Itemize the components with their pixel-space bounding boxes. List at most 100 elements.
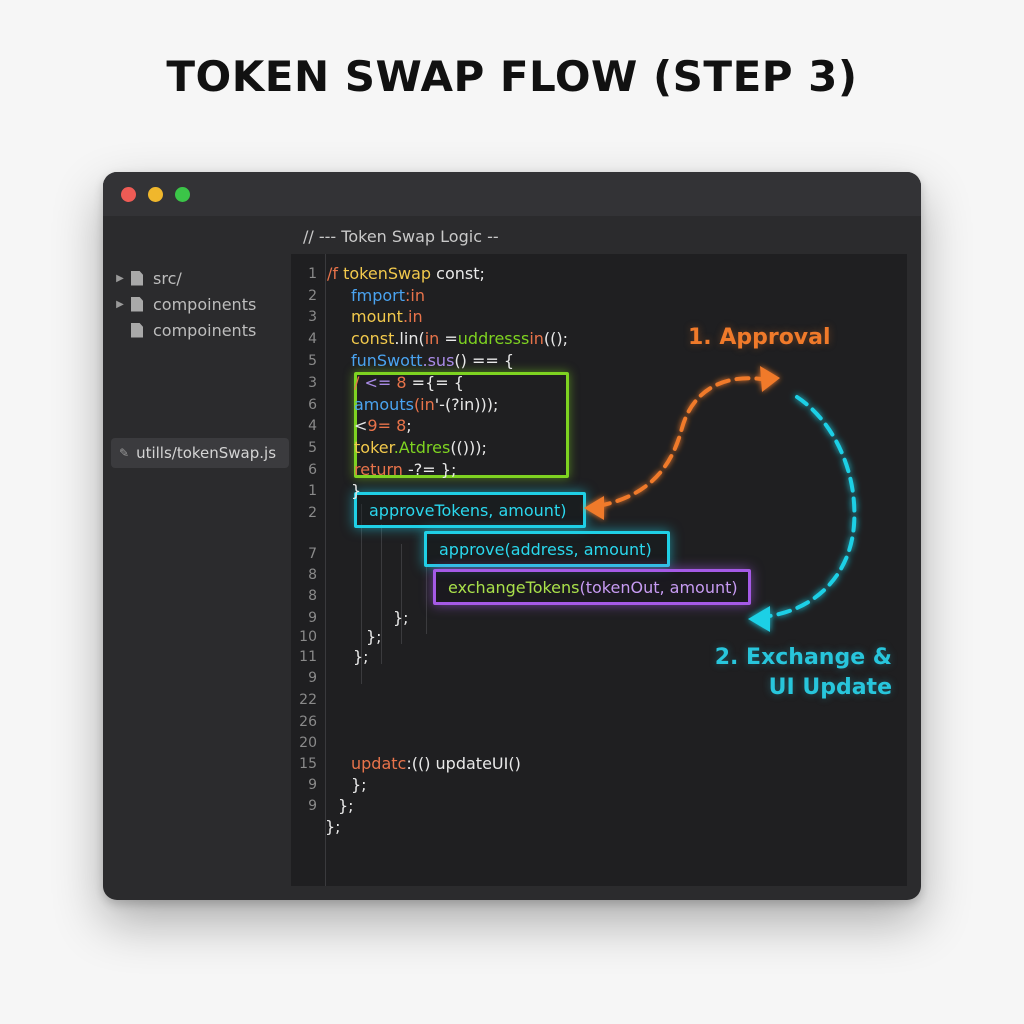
code-token: 8 (396, 373, 412, 392)
line-number: 7 (308, 546, 317, 562)
line-number: 11 (299, 649, 317, 665)
tree-item-label: compoinents (153, 294, 257, 314)
tree-item-components[interactable]: ▶ compoinents (115, 292, 256, 316)
exchange-tokens-code: exchangeTokens(tokenOut, amount) (448, 578, 738, 597)
active-file-tab[interactable]: ✎ utills/tokenSwap.js (111, 438, 289, 468)
code-token: toker (354, 438, 394, 457)
code-token: funSwott (351, 351, 423, 370)
code-token: const (351, 329, 395, 348)
code-token: }; (351, 775, 367, 794)
approve-code: approve(address, amount) (439, 540, 652, 559)
code-token: }; (366, 627, 382, 646)
tree-item-label: compoinents (153, 320, 257, 340)
code-line: }; (338, 796, 354, 815)
code-line: }; (366, 627, 382, 646)
code-token: updateUI() (435, 754, 521, 773)
line-number: 2 (308, 288, 317, 304)
code-line: updatc:(() updateUI() (351, 754, 521, 773)
code-token: .in (402, 307, 423, 326)
line-number: 4 (308, 418, 317, 434)
code-token: /f (327, 264, 344, 283)
maximize-window-button[interactable] (175, 187, 190, 202)
indent-guide (361, 504, 362, 684)
code-token: = (444, 329, 458, 348)
code-token: mount (351, 307, 403, 326)
file-icon (131, 322, 143, 338)
code-line: /f tokenSwap const; (327, 264, 485, 283)
line-number: 20 (299, 735, 317, 751)
code-line: }; (393, 608, 409, 627)
code-token: '-(?in))); (434, 395, 499, 414)
line-number: 6 (308, 397, 317, 413)
indent-guide (381, 524, 382, 664)
code-token: () == { (454, 351, 515, 370)
file-icon (131, 296, 143, 312)
tree-item-components-file[interactable]: compoinents (115, 318, 256, 342)
line-number: 10 (299, 629, 317, 645)
code-token: }; (393, 608, 409, 627)
code-token: }; (353, 647, 369, 666)
code-token: tokenSwap (343, 264, 437, 283)
code-token: }; (338, 796, 354, 815)
exchange-label-line2: UI Update (768, 675, 892, 700)
code-token: uddresss (457, 329, 530, 348)
file-icon (131, 270, 143, 286)
code-token: 9= 8 (367, 416, 407, 435)
chevron-right-icon[interactable]: ▶ (116, 272, 124, 284)
tree-item-label: src/ (153, 268, 182, 288)
code-token: .lin( (394, 329, 425, 348)
code-token: (())); (450, 438, 487, 457)
line-number: 3 (308, 309, 317, 325)
line-number: 8 (308, 588, 317, 604)
exchange-step-label: 2. Exchange & UI Update (715, 643, 892, 703)
code-line: return -?= }; (354, 460, 456, 479)
line-number: 1 (308, 483, 317, 499)
code-token: -?= (408, 460, 441, 479)
file-explorer-sidebar: ▶ src/ ▶ compoinents compoinents ✎ utill… (103, 216, 291, 900)
code-line: amouts(in'-(?in))); (354, 395, 498, 414)
code-token: updatc (351, 754, 407, 773)
code-line: }; (353, 647, 369, 666)
line-number: 1 (308, 266, 317, 282)
code-token: ; (406, 416, 412, 435)
code-line: const.lin(in =uddresssin((); (351, 329, 568, 348)
exchange-args: (tokenOut, amount) (579, 578, 738, 597)
tree-item-src[interactable]: ▶ src/ (115, 266, 182, 290)
exchange-prefix: exchange (448, 578, 526, 597)
line-number: 8 (308, 567, 317, 583)
line-number: 9 (308, 777, 317, 793)
indent-guide (401, 544, 402, 644)
line-number: 9 (308, 798, 317, 814)
line-number: 5 (308, 440, 317, 456)
minimize-window-button[interactable] (148, 187, 163, 202)
highlight-approve: approve(address, amount) (424, 531, 670, 567)
chevron-right-icon[interactable]: ▶ (116, 298, 124, 310)
code-token: ={= { (411, 373, 464, 392)
editor-header-comment: // --- Token Swap Logic -- (303, 227, 499, 246)
pencil-icon: ✎ (119, 446, 130, 460)
indent-guide (426, 554, 427, 634)
code-line: mount.in (351, 307, 423, 326)
code-token: (in (413, 395, 435, 414)
code-token: < (354, 416, 368, 435)
approve-tokens-code: approveTokens, amount) (369, 501, 567, 520)
active-file-label: utills/tokenSwap.js (136, 444, 277, 462)
code-token: fmport (351, 286, 406, 305)
code-line: }; (325, 817, 341, 836)
exchange-label-line1: 2. Exchange & (714, 645, 892, 670)
highlight-exchange-tokens: exchangeTokens(tokenOut, amount) (433, 569, 751, 605)
window-titlebar (103, 172, 921, 216)
code-token: return (354, 460, 409, 479)
code-line: } (351, 481, 361, 500)
code-token: in (424, 329, 445, 348)
code-line: toker.Atdres(())); (354, 438, 487, 457)
line-number: 5 (308, 353, 317, 369)
editor-window: // --- Token Swap Logic -- ▶ src/ ▶ comp… (103, 172, 921, 900)
highlight-approval-block (354, 372, 569, 478)
code-line: funSwott.sus() == { (351, 351, 514, 370)
close-window-button[interactable] (121, 187, 136, 202)
code-token: }; (325, 817, 341, 836)
code-token: :in (405, 286, 425, 305)
code-line: fmport:in (351, 286, 425, 305)
approval-step-label: 1. Approval (688, 325, 831, 350)
